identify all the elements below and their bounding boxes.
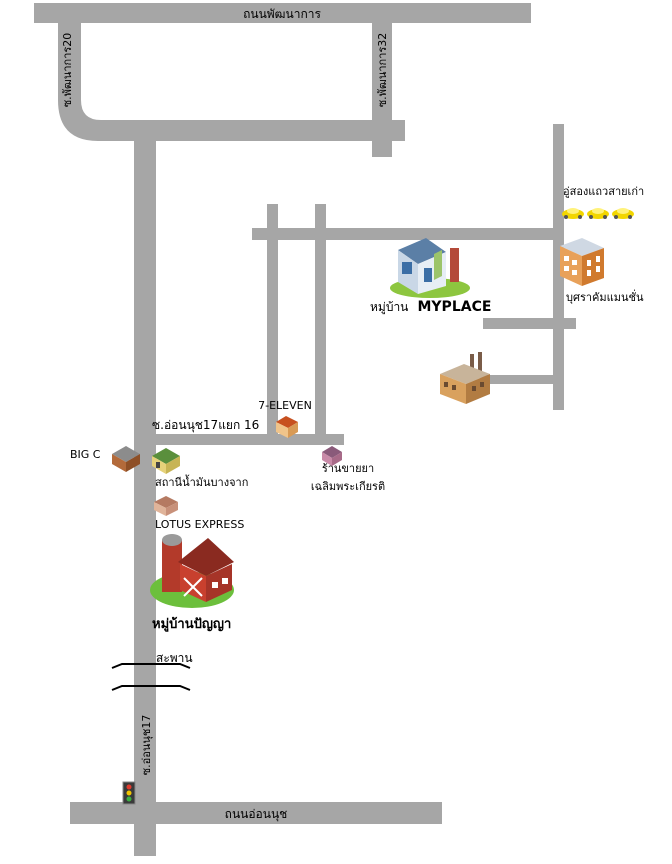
road-onnut17 [134,139,156,856]
label-seven-eleven: 7-ELEVEN [258,399,312,412]
label-pharmacy-line2: เฉลิมพระเกียรติ [311,480,385,493]
road-soi20 [58,22,405,141]
road-onnut [70,802,442,824]
label-mansion: บุศราคัมแมนชั่น [566,289,644,304]
label-myplace-name: MYPLACE [417,299,491,315]
label-lotus-express: LOTUS EXPRESS [155,518,244,531]
mansion-building-icon [560,238,604,286]
seven-eleven-store-icon [276,416,298,438]
label-onnut17-16: ซ.อ่อนนุช17แยก 16 [152,418,259,433]
label-soi20: ซ.พัฒนาการ20 [61,33,74,108]
road-onnut17-16 [154,434,344,445]
label-pharmacy-line1: ร้านขายยา [322,462,374,475]
road-east-spur2 [480,375,558,384]
traffic-light-icon [122,781,136,805]
label-road-onnut: ถนนอ่อนนุช [225,807,288,822]
label-road-pattanakarn: ถนนพัฒนาการ [243,7,321,21]
gas-station-icon [152,448,180,474]
label-village-banyaa: หมู่บ้านปัญญา [152,616,231,632]
label-bangchak-station: สถานีน้ำมันบางจาก [155,474,248,489]
road-pattanakarn [34,3,531,23]
big-c-store-icon [112,446,140,472]
road-network [34,3,576,856]
pharmacy-icon [322,446,342,466]
lotus-express-store-icon [154,496,178,516]
road-branch-b [315,204,326,442]
label-myplace: หมู่บ้าน MYPLACE [370,296,491,315]
factory-icon [440,352,490,404]
label-soi32: ซ.พัฒนาการ32 [376,33,389,108]
label-myplace-prefix: หมู่บ้าน [370,300,408,315]
village-barn-icon [150,534,234,608]
road-soi32 [372,22,392,157]
myplace-house-icon [390,238,470,298]
label-big-c: BIG C [70,448,101,461]
road-connector-upper [252,228,564,240]
label-onnut17: ซ.อ่อนนุช17 [140,715,153,776]
bridge-symbol [111,663,191,691]
songthaew-cars-icon [562,208,634,219]
road-east [553,124,564,410]
label-bridge: สะพาน [156,651,193,665]
label-songthaew-depot: อู่สองแถวสายเก่า [563,185,644,198]
road-branch-a [267,204,278,442]
road-east-spur1 [483,318,576,329]
